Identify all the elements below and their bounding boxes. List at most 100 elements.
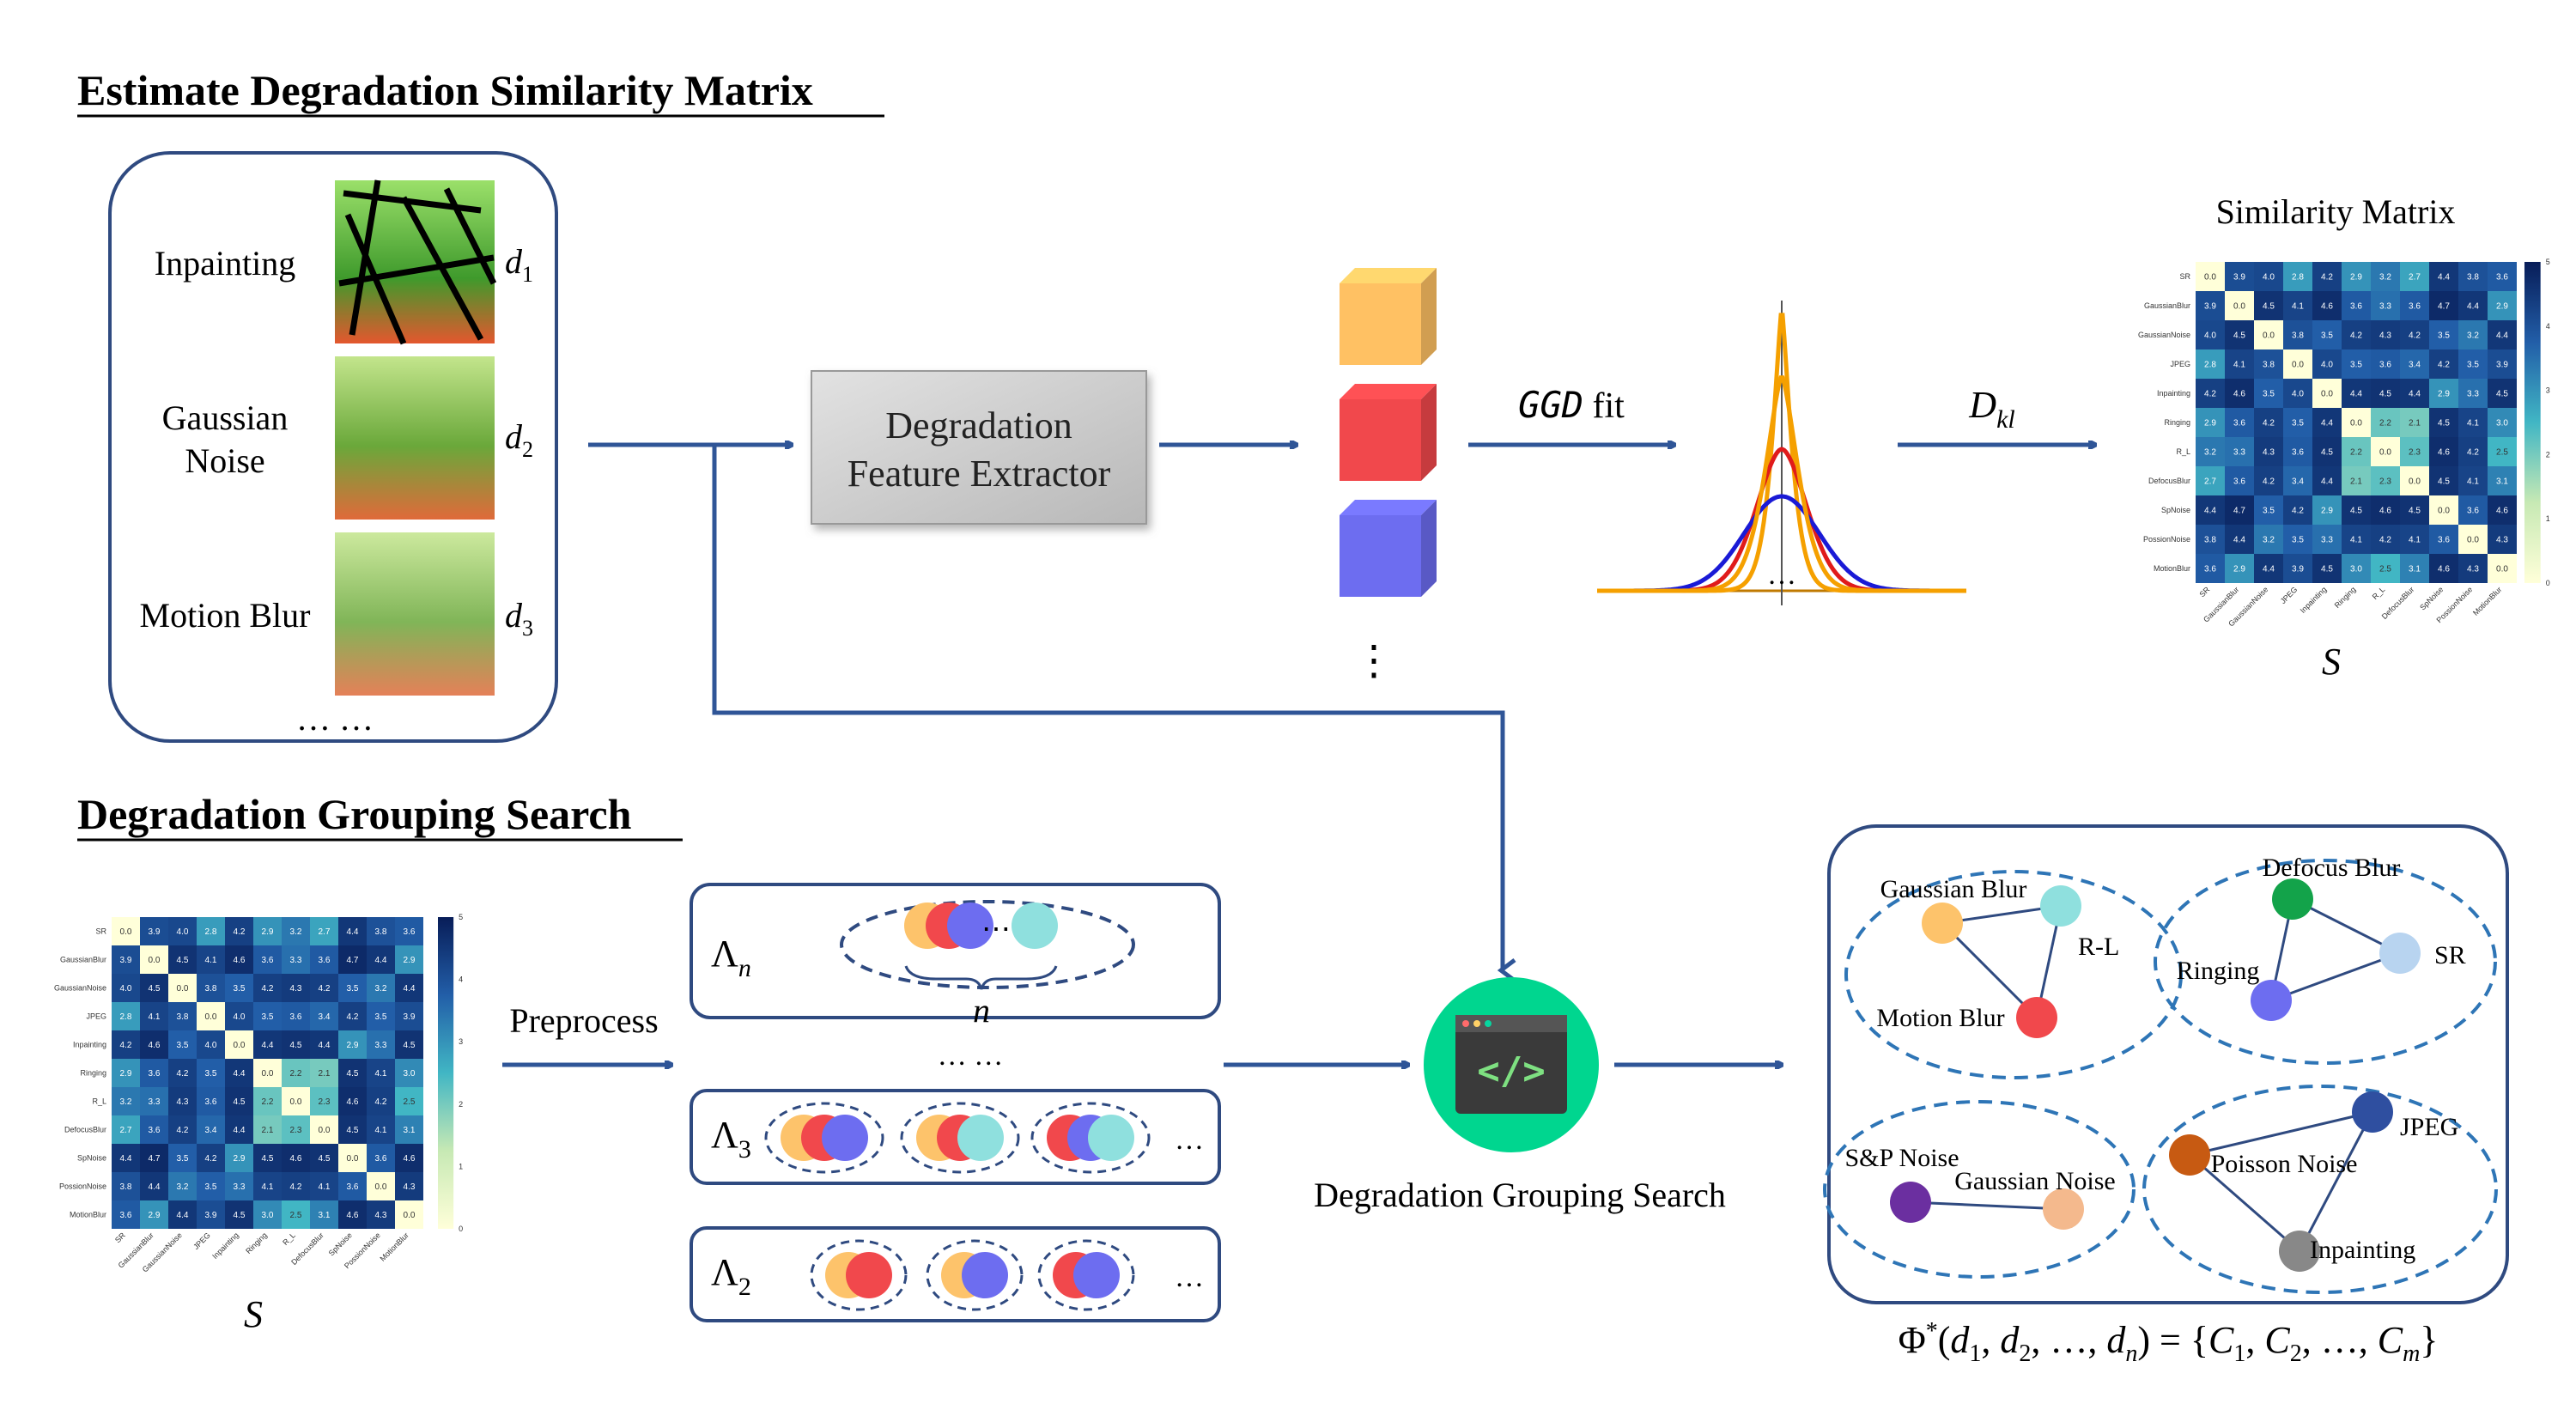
heatmap-cell xyxy=(2254,525,2283,554)
heatmap-cell-value: 4.1 xyxy=(205,956,217,965)
heatmap-cell xyxy=(367,1087,395,1115)
colorbar-tick: 2 xyxy=(459,1100,463,1109)
heatmap-cell-value: 4.5 xyxy=(234,1211,246,1220)
colorbar-tick: 3 xyxy=(2546,386,2550,395)
heatmap-cell xyxy=(367,1059,395,1087)
heatmap-cell xyxy=(338,1115,367,1144)
heatmap-col-label: Inpainting xyxy=(210,1231,240,1261)
heatmap-cell xyxy=(2196,525,2225,554)
heatmap-cell-value: 2.3 xyxy=(290,1126,302,1135)
heatmap-cell-value: 3.4 xyxy=(205,1126,217,1135)
degradation-item-1: Inpainting d1 xyxy=(155,179,533,345)
heatmap-cell xyxy=(282,1200,310,1229)
heatmap-cell-value: 2.9 xyxy=(149,1211,161,1220)
heatmap-cell xyxy=(2196,466,2225,495)
heatmap-cell xyxy=(112,917,140,945)
heatmap-cell xyxy=(225,1144,253,1172)
heatmap-cell-value: 4.2 xyxy=(2263,477,2275,486)
heatmap-cell-value: 4.3 xyxy=(2496,535,2508,544)
heatmap-cell xyxy=(395,1002,423,1030)
heatmap-cell-value: 3.6 xyxy=(2233,418,2245,428)
heatmap-cell xyxy=(2400,408,2429,437)
feature-extractor-box: Degradation Feature Extractor xyxy=(811,370,1147,525)
heatmap-cell xyxy=(282,1115,310,1144)
heatmap-cell-value: 4.5 xyxy=(347,1126,359,1135)
heatmap-col-label: Inpainting xyxy=(2299,585,2329,615)
colorbar-tick: 1 xyxy=(459,1162,463,1170)
heatmap-cell xyxy=(225,1200,253,1229)
heatmap-cell xyxy=(2312,379,2342,408)
heatmap-cell-value: 3.6 xyxy=(149,1126,161,1135)
heatmap-cell xyxy=(338,1030,367,1059)
heatmap-cell-value: 4.3 xyxy=(290,984,302,994)
degradation-symbol-1: d1 xyxy=(505,242,533,287)
heatmap-cell xyxy=(2254,437,2283,466)
heatmap-cell xyxy=(367,1144,395,1172)
heatmap-cell-value: 2.8 xyxy=(120,1012,132,1022)
heatmap-cell-value: 4.4 xyxy=(2204,506,2216,515)
heatmap-cell-value: 3.2 xyxy=(2204,447,2216,457)
top-section-title: Estimate Degradation Similarity Matrix xyxy=(77,66,813,114)
heatmap-cell xyxy=(2283,262,2312,291)
heatmap-cell-value: 3.1 xyxy=(2409,564,2421,574)
heatmap-cell xyxy=(2371,349,2400,379)
colorbar-tick: 0 xyxy=(2546,579,2550,587)
heatmap-cell xyxy=(395,945,423,974)
heatmap-cell-value: 2.8 xyxy=(2204,360,2216,369)
heatmap-cell-value: 3.5 xyxy=(347,984,359,994)
heatmap-cell xyxy=(2225,349,2254,379)
heatmap-cell-value: 3.1 xyxy=(2496,477,2508,486)
heatmap-cell-value: 3.5 xyxy=(177,1041,189,1050)
cluster-edge xyxy=(2270,951,2401,1002)
heatmap-cell-value: 3.6 xyxy=(347,1182,359,1192)
heatmap-cell xyxy=(197,917,225,945)
heatmap-row-label: GaussianBlur xyxy=(2144,301,2190,310)
heatmap-cell xyxy=(2225,320,2254,349)
heatmap-cell-value: 4.1 xyxy=(2233,360,2245,369)
degradation-circle xyxy=(962,1252,1008,1298)
lambda-gap-ellipsis: … … xyxy=(938,1040,1004,1072)
heatmap-cell xyxy=(112,1087,140,1115)
heatmap-cell xyxy=(253,1002,282,1030)
cluster-ellipse xyxy=(2154,859,2497,1065)
heatmap-cell-value: 4.1 xyxy=(319,1182,331,1192)
heatmap-cell-value: 2.7 xyxy=(319,927,331,937)
heatmap-row-label: R_L xyxy=(2176,447,2190,456)
degradation-item-3: Motion Blur d3 xyxy=(140,532,533,696)
heatmap-cell-value: 4.2 xyxy=(319,984,331,994)
heatmap-cell-value: 0.0 xyxy=(2233,301,2245,311)
heatmap-cell-value: 3.9 xyxy=(2496,360,2508,369)
heatmap-cell-value: 2.2 xyxy=(290,1069,302,1079)
heatmap-cell xyxy=(2342,379,2371,408)
heatmap-cell-value: 3.8 xyxy=(177,1012,189,1022)
heatmap-cell xyxy=(112,1200,140,1229)
ggd-curves xyxy=(1597,301,1966,605)
heatmap-cell xyxy=(2254,379,2283,408)
heatmap-cell-value: 3.6 xyxy=(205,1097,217,1107)
heatmap-cell-value: 4.5 xyxy=(2321,447,2333,457)
ggd-curve xyxy=(1597,375,1966,593)
heatmap-cell-value: 0.0 xyxy=(2321,389,2333,398)
heatmap-cell-value: 4.5 xyxy=(2438,418,2450,428)
heatmap-cell xyxy=(395,1059,423,1087)
heatmap-cell xyxy=(2283,320,2312,349)
heatmap-cell-value: 4.6 xyxy=(149,1041,161,1050)
heatmap-cell-value: 3.9 xyxy=(2233,272,2245,282)
ggd-fit-label: GGD fit xyxy=(1518,384,1625,426)
degradation-circle xyxy=(846,1252,892,1298)
heatmap-cell xyxy=(2429,291,2458,320)
heatmap-cell xyxy=(2342,320,2371,349)
heatmap-cell-value: 4.5 xyxy=(2263,301,2275,311)
heatmap-cell-value: 3.0 xyxy=(2350,564,2362,574)
heatmap-col-label: JPEG xyxy=(191,1231,212,1251)
heatmap-cell-value: 0.0 xyxy=(2204,272,2216,282)
heatmap-cell xyxy=(2312,554,2342,583)
lambda-n-box: Λn ⋯ n xyxy=(690,883,1221,1030)
cluster-node xyxy=(1922,903,1963,944)
heatmap-cell xyxy=(140,1115,168,1144)
feature-cube xyxy=(1340,384,1437,481)
heatmap-row-label: DefocusBlur xyxy=(64,1126,106,1134)
heatmap-cell xyxy=(168,1087,197,1115)
